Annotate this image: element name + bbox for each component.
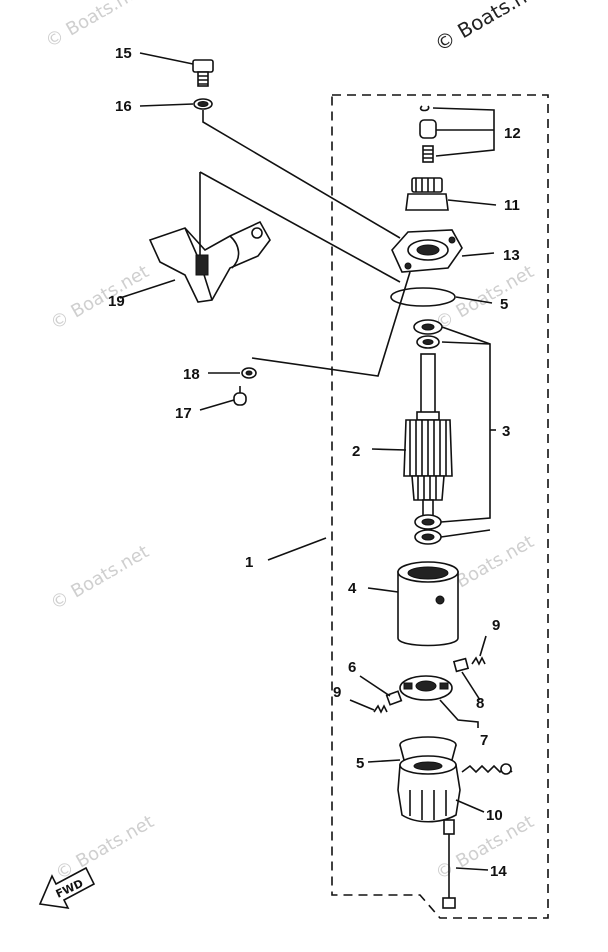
callout-10: 10 xyxy=(486,807,503,824)
brush-part-6 xyxy=(385,690,403,706)
callout-3: 3 xyxy=(502,423,510,440)
leader-lines xyxy=(119,52,497,871)
gasket-part-5-upper xyxy=(390,287,456,307)
brush-holder-part-7 xyxy=(399,675,453,701)
through-bolt-part-14 xyxy=(442,819,456,909)
washer-set-part-3-lower xyxy=(414,514,442,545)
callout-9-upper: 9 xyxy=(492,617,500,634)
callout-17: 17 xyxy=(175,405,192,422)
callout-16: 16 xyxy=(115,98,132,115)
callout-9-lower: 9 xyxy=(333,684,341,701)
watermark-text: © Boats.ne xyxy=(431,0,542,56)
watermark-text: © Boats.net xyxy=(42,0,148,52)
stop-ring-set-part-12 xyxy=(419,105,437,163)
callout-13: 13 xyxy=(503,247,520,264)
spring-part-9-upper xyxy=(471,656,486,666)
callout-7: 7 xyxy=(480,732,488,749)
callout-2: 2 xyxy=(352,443,360,460)
watermark-text: © Boats.net xyxy=(52,811,158,884)
end-cover-part-13 xyxy=(391,229,463,273)
washer-set-part-3-upper xyxy=(413,319,443,349)
yoke-part-4 xyxy=(397,561,459,647)
callout-18: 18 xyxy=(183,366,200,383)
brush-part-8 xyxy=(452,657,470,673)
callout-labels: 15 16 12 11 13 5 19 18 17 3 2 1 4 9 6 9 … xyxy=(108,45,521,880)
lower-housing-part-10 xyxy=(397,755,513,823)
callout-15: 15 xyxy=(115,45,132,62)
callout-6: 6 xyxy=(348,659,356,676)
spring-part-9-lower xyxy=(373,704,388,714)
callout-19: 19 xyxy=(108,293,125,310)
callout-5-lower: 5 xyxy=(356,755,364,772)
assembly-boundary xyxy=(331,94,549,919)
bracket-part-19 xyxy=(148,220,271,303)
callout-8: 8 xyxy=(476,695,484,712)
callout-1: 1 xyxy=(245,554,253,571)
watermarks: © Boats.net © Boats.ne © Boats.net © Boa… xyxy=(42,0,541,884)
watermark-text: © Boats.net xyxy=(47,541,153,614)
bolt-part-15 xyxy=(192,59,214,87)
pinion-part-11 xyxy=(405,177,449,211)
screw-part-17 xyxy=(233,386,247,406)
armature-part-2 xyxy=(403,353,453,517)
callout-12: 12 xyxy=(504,125,521,142)
callout-5-upper: 5 xyxy=(500,296,508,313)
watermark-text: © Boats.net xyxy=(47,261,153,334)
washer-part-18 xyxy=(241,367,257,379)
callout-11: 11 xyxy=(504,197,520,214)
washer-part-16 xyxy=(193,98,213,110)
callout-14: 14 xyxy=(490,863,507,880)
callout-4: 4 xyxy=(348,580,357,597)
